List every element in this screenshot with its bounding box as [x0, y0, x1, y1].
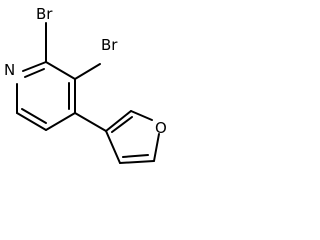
- chemical-structure: Br Br N O: [4, 5, 167, 164]
- bond-c2-c3: [45, 61, 76, 80]
- bond-fc4-fc3: [105, 130, 121, 164]
- bond-o-fc5: [153, 133, 160, 162]
- bond-fc3-fc2: [105, 110, 132, 132]
- bond-fc5-fc4-inner: [122, 154, 149, 158]
- bond-fc5-fc4: [119, 160, 155, 164]
- bond-c5-c6: [16, 112, 47, 131]
- atom-label-br-top: Br: [36, 5, 53, 23]
- furan-ring: [105, 110, 160, 164]
- bond-c4-furan: [74, 112, 107, 132]
- atom-label-o: O: [155, 119, 167, 137]
- atom-label-n: N: [4, 61, 15, 79]
- bond-n-c2: [22, 61, 47, 72]
- bond-c4-c5: [45, 112, 76, 131]
- bond-c3-br: [74, 63, 101, 80]
- bond-fc3-fc2-inner: [111, 116, 133, 133]
- bond-fc2-o: [130, 110, 153, 121]
- bond-n-c2-inner: [24, 68, 45, 78]
- bond-c5-c6-inner: [21, 108, 47, 124]
- pyridine-ring: [16, 61, 76, 131]
- atom-label-br-right: Br: [101, 36, 118, 54]
